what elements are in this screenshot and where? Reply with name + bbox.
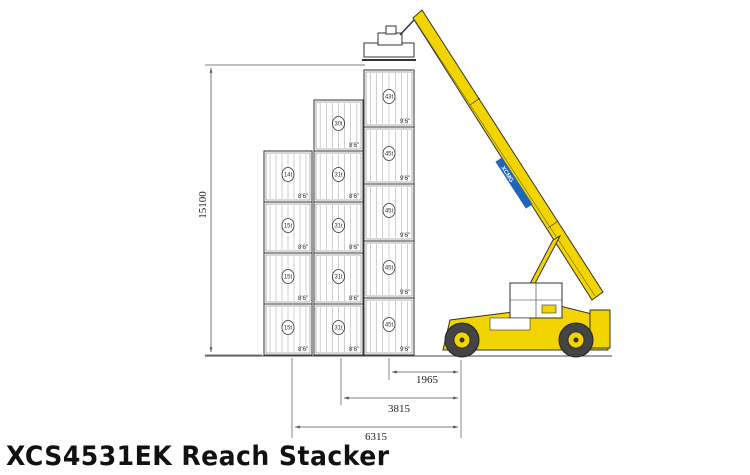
container-height-mark: 9'6" bbox=[400, 233, 410, 239]
weight-badge bbox=[332, 167, 345, 182]
container: 45t 9'6" bbox=[363, 297, 415, 356]
container: 45t 9'6" bbox=[363, 183, 415, 242]
container-weight-label: 31t bbox=[334, 173, 343, 179]
container-height-mark: 8'6" bbox=[298, 296, 308, 302]
weight-badge bbox=[332, 218, 345, 233]
container-height-mark: 8'6" bbox=[349, 194, 359, 200]
weight-badge bbox=[332, 269, 345, 284]
container-height-mark: 9'6" bbox=[400, 290, 410, 296]
weight-badge bbox=[382, 89, 396, 104]
container: 31t 8'6" bbox=[313, 150, 364, 203]
container-weight-label: 45t bbox=[385, 323, 394, 329]
front-wheel bbox=[444, 322, 480, 358]
container-height-mark: 8'6" bbox=[349, 347, 359, 353]
weight-badge bbox=[281, 269, 295, 284]
boom bbox=[412, 9, 604, 301]
container-weight-label: 31t bbox=[334, 224, 343, 230]
container: 45t 9'6" bbox=[363, 240, 415, 299]
container-height-mark: 8'6" bbox=[349, 143, 359, 149]
reach-row1-label: 1965 bbox=[416, 374, 439, 386]
container-height-mark: 8'6" bbox=[298, 347, 308, 353]
container-height-mark: 8'6" bbox=[298, 194, 308, 200]
container-weight-label: 15t bbox=[284, 224, 293, 230]
container-weight-label: 45t bbox=[385, 209, 394, 215]
weight-badge bbox=[332, 320, 345, 335]
container: 31t 8'6" bbox=[313, 201, 364, 254]
height-dimension-label: 15100 bbox=[197, 191, 209, 219]
rear-wheel bbox=[558, 322, 594, 358]
container: 15t 8'6" bbox=[263, 252, 313, 305]
container-weight-label: 43t bbox=[385, 95, 394, 101]
weight-badge bbox=[332, 116, 345, 131]
weight-badge bbox=[281, 167, 295, 182]
container-height-mark: 8'6" bbox=[349, 245, 359, 251]
container: 45t 9'6" bbox=[363, 126, 415, 185]
container-height-mark: 8'6" bbox=[349, 296, 359, 302]
container: 31t 8'6" bbox=[313, 252, 364, 305]
weight-badge bbox=[382, 203, 396, 218]
container: 15t 8'6" bbox=[263, 303, 313, 356]
container-height-mark: 9'6" bbox=[400, 176, 410, 182]
reach-row2-label: 3815 bbox=[388, 403, 411, 415]
container-height-mark: 9'6" bbox=[400, 347, 410, 353]
container: 30t 8'6" bbox=[313, 99, 364, 152]
container-height-mark: 9'6" bbox=[400, 119, 410, 125]
weight-badge bbox=[281, 218, 295, 233]
container-stacks: 15t 8'6" 15t 8'6" 15t 8'6" 14t 8'6" 31t 8'6" 31t 8'… bbox=[263, 69, 415, 356]
container-weight-label: 30t bbox=[334, 122, 343, 128]
container: 14t 8'6" bbox=[263, 150, 313, 203]
diagram-title: XCS4531EK Reach Stacker bbox=[6, 441, 390, 472]
weight-badge bbox=[382, 317, 396, 332]
container-weight-label: 15t bbox=[284, 275, 293, 281]
container-height-mark: 8'6" bbox=[298, 245, 308, 251]
container: 43t 9'6" bbox=[363, 69, 415, 128]
container-weight-label: 31t bbox=[334, 326, 343, 332]
reach-row3-label: 6315 bbox=[365, 431, 388, 443]
height-dimension: 15100 bbox=[197, 64, 365, 356]
container-weight-label: 14t bbox=[284, 173, 293, 179]
container-weight-label: 45t bbox=[385, 266, 394, 272]
weight-badge bbox=[382, 260, 396, 275]
weight-badge bbox=[281, 320, 295, 335]
container-weight-label: 31t bbox=[334, 275, 343, 281]
container: 15t 8'6" bbox=[263, 201, 313, 254]
container-weight-label: 15t bbox=[284, 326, 293, 332]
reach-dimensions: 1965 3815 6315 bbox=[291, 358, 462, 443]
container: 31t 8'6" bbox=[313, 303, 364, 356]
weight-badge bbox=[382, 146, 396, 161]
container-weight-label: 45t bbox=[385, 152, 394, 158]
reach-stacker-machine: XCMG bbox=[362, 9, 611, 358]
